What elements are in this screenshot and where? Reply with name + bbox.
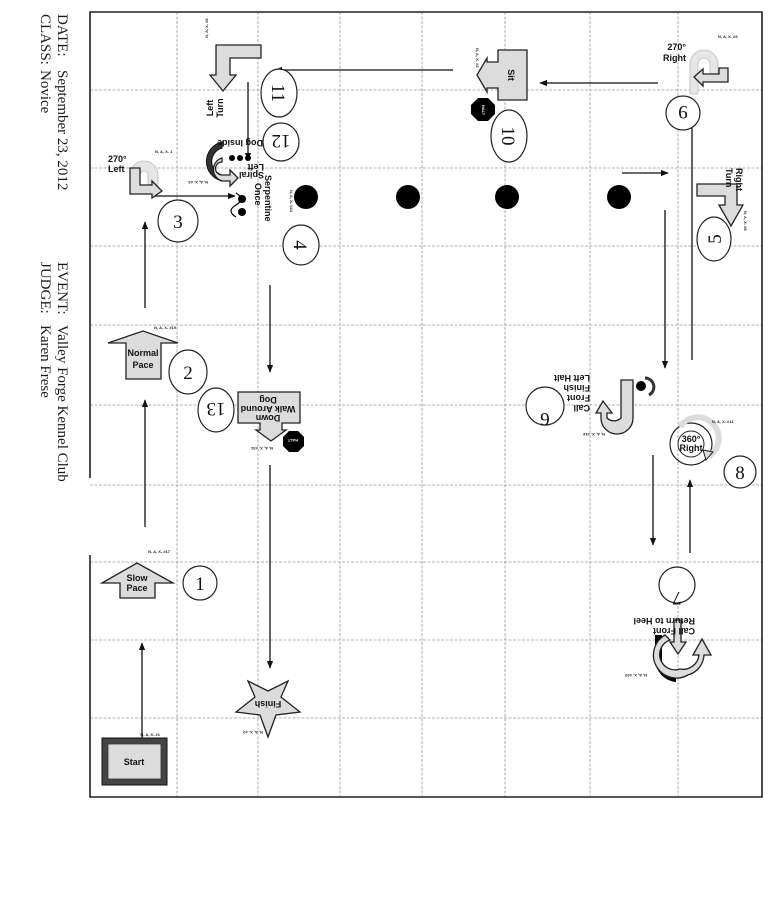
station-2-normal-pace[interactable]: Normal Pace N, A, X- #19 2	[107, 325, 208, 395]
s3-label-1: 270°	[108, 154, 127, 164]
s12-label-2: Left	[248, 162, 265, 172]
station-12-spiral-left[interactable]: Dog Inside Spiral Left N, A, X- #3 12	[188, 122, 300, 188]
s4-label-2: Once	[253, 183, 263, 206]
start-label: Start	[124, 757, 145, 767]
s9-code: N, A, X- #9	[718, 34, 738, 39]
event-label: EVENT:	[54, 262, 70, 315]
s6-label-4: Left Halt	[554, 373, 590, 383]
course-path	[138, 66, 696, 745]
s6-label-2: Front	[567, 393, 590, 403]
s3-code: N, A, X- 1	[155, 149, 173, 154]
s10-halt-label: HALT	[481, 105, 486, 116]
s7-code: N, A, X- #20	[624, 673, 647, 678]
start-code: N, A, X- #1	[140, 732, 160, 737]
s4-code: N, A, X- #24	[289, 190, 294, 213]
s8-code: N, A, X- #11	[712, 419, 734, 424]
finish-label: Finish	[255, 699, 282, 709]
station-5-right-turn[interactable]: Right Turn N, A, X- #8 5	[696, 168, 748, 262]
s11-label-2: Turn	[215, 98, 225, 117]
s13-label-3: Dog	[259, 395, 277, 405]
cone-1	[294, 185, 318, 209]
s5-number: 5	[705, 234, 726, 244]
date-value: September 23, 2012	[54, 70, 70, 190]
s8-label-2: Right	[680, 443, 703, 453]
course-grid	[90, 12, 762, 797]
s10-code: N, A, X- #2	[475, 48, 480, 68]
judge-value: Karen Frese	[37, 325, 53, 398]
s13-number: 13	[207, 398, 226, 419]
s9-label-1: 270°	[667, 42, 686, 52]
s7-number: 7	[672, 587, 682, 608]
s12-label-1: Spiral	[239, 170, 264, 180]
date-label: DATE:	[54, 14, 70, 57]
station-13-down-walk-around-dog[interactable]: Down Walk Around Dog HALT N, A, X- #31 1…	[197, 387, 304, 452]
s1-number: 1	[195, 574, 205, 595]
cone-4	[607, 185, 631, 209]
s6-code: N, A, X- #16	[582, 432, 605, 437]
halt-sign-icon	[283, 431, 304, 452]
s11-code: N, A, X- #6	[204, 18, 209, 38]
s2-label-2: Pace	[132, 360, 153, 370]
s1-code: N, A, X- #17	[148, 549, 171, 554]
s13-label-1: Down	[256, 413, 281, 423]
cone-2	[396, 185, 420, 209]
s1-label-1: Slow	[126, 573, 148, 583]
class-value: Novice	[37, 70, 53, 114]
s9-label-2: Right	[663, 53, 686, 63]
s6-label-3: Finish	[564, 383, 591, 393]
s3-label-2: Left	[108, 164, 125, 174]
s6-label-1: Call	[573, 403, 590, 413]
s5-code: N, A, X- #8	[743, 211, 748, 231]
s10-label: Sit	[506, 69, 516, 81]
judge-label: JUDGE:	[37, 262, 53, 314]
s8-label-1: 360°	[682, 434, 701, 444]
station-6-call-front-finish-left-halt[interactable]: Call Front Finish Left Halt N, A, X- #16…	[525, 373, 656, 437]
s1-label-2: Pace	[126, 583, 147, 593]
s12-code: N, A, X- #3	[188, 180, 208, 185]
station-3-270-left[interactable]: 270° Left N, A, X- 1 3	[108, 149, 199, 243]
station-11-left-turn[interactable]: Left Turn N, A, X- #6 11	[204, 18, 298, 118]
station-8-360-right[interactable]: 360° Right N, A, X- #11 8	[669, 414, 757, 489]
halt-sign-icon	[471, 98, 495, 121]
s3-number: 3	[173, 212, 183, 233]
s2-code: N, A, X- #19	[154, 325, 177, 330]
serpentine-cones	[294, 185, 631, 209]
course-frame	[89, 11, 763, 798]
s6-number: 6	[540, 408, 550, 429]
s4-label-1: Serpentine	[263, 175, 273, 222]
s11-number: 11	[267, 84, 288, 102]
station-1-slow-pace[interactable]: Slow Pace N, A, X- #17 1	[99, 549, 218, 601]
s5-label-2: Turn	[724, 168, 734, 187]
s2-number: 2	[183, 363, 193, 384]
s4-number: 4	[289, 240, 310, 250]
s13-halt-label: HALT	[287, 438, 298, 443]
s13-code: N, A, X- #31	[250, 446, 273, 451]
s7-label-2: Return to Heel	[633, 616, 695, 626]
station-10-sit[interactable]: Sit N, A, X- #2 HALT 10	[471, 48, 528, 163]
s2-label-1: Normal	[127, 348, 158, 358]
s5-label-1: Right	[734, 168, 744, 191]
cone-3	[495, 185, 519, 209]
station-9-270-right[interactable]: 270° Right N, A, X- #9 9	[663, 34, 738, 131]
station-7-call-front-return-to-heel[interactable]: Call Front Return to Heel N, A, X- #20 7	[624, 566, 713, 682]
station-4-serpentine-once[interactable]: Serpentine Once N, A, X- #24 4	[230, 175, 320, 266]
s12-label-3: Dog Inside	[217, 138, 263, 148]
s7-label-1: Call Front	[653, 626, 695, 636]
station-finish[interactable]: Finish N, A, X- #2	[234, 679, 302, 739]
station-start[interactable]: Start N, A, X- #1	[101, 732, 168, 786]
serpentine-icon	[230, 192, 246, 218]
event-value: Valley Forge Kennel Club	[54, 325, 70, 482]
s8-number: 8	[735, 463, 745, 484]
s13-label-2: Walk Around	[241, 404, 296, 414]
s10-number: 10	[497, 127, 518, 146]
s11-label-1: Left	[205, 100, 215, 117]
class-label: CLASS:	[37, 14, 53, 65]
s12-number: 12	[272, 130, 291, 151]
finish-code: N, A, X- #2	[242, 730, 262, 735]
s9-number: 9	[678, 101, 688, 122]
course-header: DATE: September 23, 2012 CLASS: Novice E…	[37, 14, 70, 482]
